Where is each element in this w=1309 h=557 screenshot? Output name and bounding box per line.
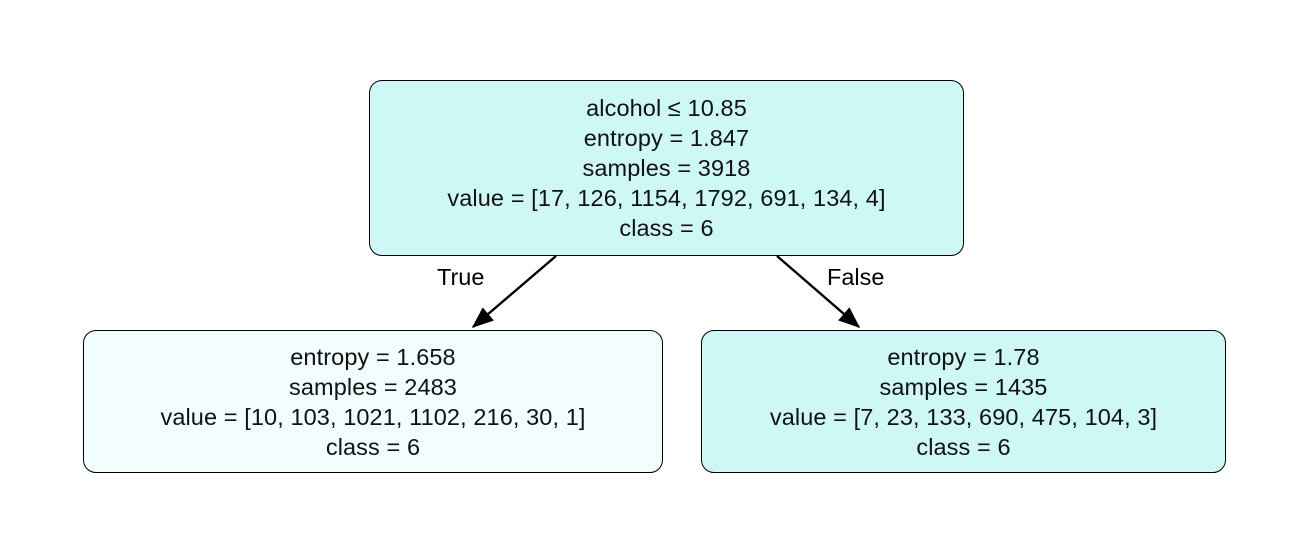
node-left-value: value = [10, 103, 1021, 1102, 216, 30, 1… bbox=[160, 403, 586, 430]
node-left-class: class = 6 bbox=[325, 433, 421, 460]
node-root-entropy: entropy = 1.847 bbox=[583, 125, 750, 151]
edge-label-true: True bbox=[437, 264, 485, 290]
node-root-value: value = [17, 126, 1154, 1792, 691, 134, … bbox=[447, 185, 886, 211]
node-right-samples: samples = 1435 bbox=[879, 373, 1048, 400]
edge-label-false: False bbox=[827, 264, 885, 290]
node-right-class: class = 6 bbox=[916, 433, 1011, 460]
node-root-samples: samples = 3918 bbox=[582, 155, 751, 181]
edge-true-arrow bbox=[471, 255, 557, 328]
node-root-class: class = 6 bbox=[619, 215, 714, 241]
tree-node-left[interactable]: entropy = 1.658 samples = 2483 value = [… bbox=[83, 330, 663, 473]
node-root-condition: alcohol ≤ 10.85 bbox=[586, 95, 747, 121]
node-right-value: value = [7, 23, 133, 690, 475, 104, 3] bbox=[769, 403, 1158, 430]
node-left-samples: samples = 2483 bbox=[289, 373, 457, 400]
node-left-entropy: entropy = 1.658 bbox=[290, 343, 456, 370]
edge-false-arrow bbox=[776, 255, 861, 328]
node-right-entropy: entropy = 1.78 bbox=[887, 343, 1040, 370]
tree-node-right[interactable]: entropy = 1.78 samples = 1435 value = [7… bbox=[701, 330, 1226, 473]
tree-node-root[interactable]: alcohol ≤ 10.85 entropy = 1.847 samples … bbox=[369, 80, 964, 256]
